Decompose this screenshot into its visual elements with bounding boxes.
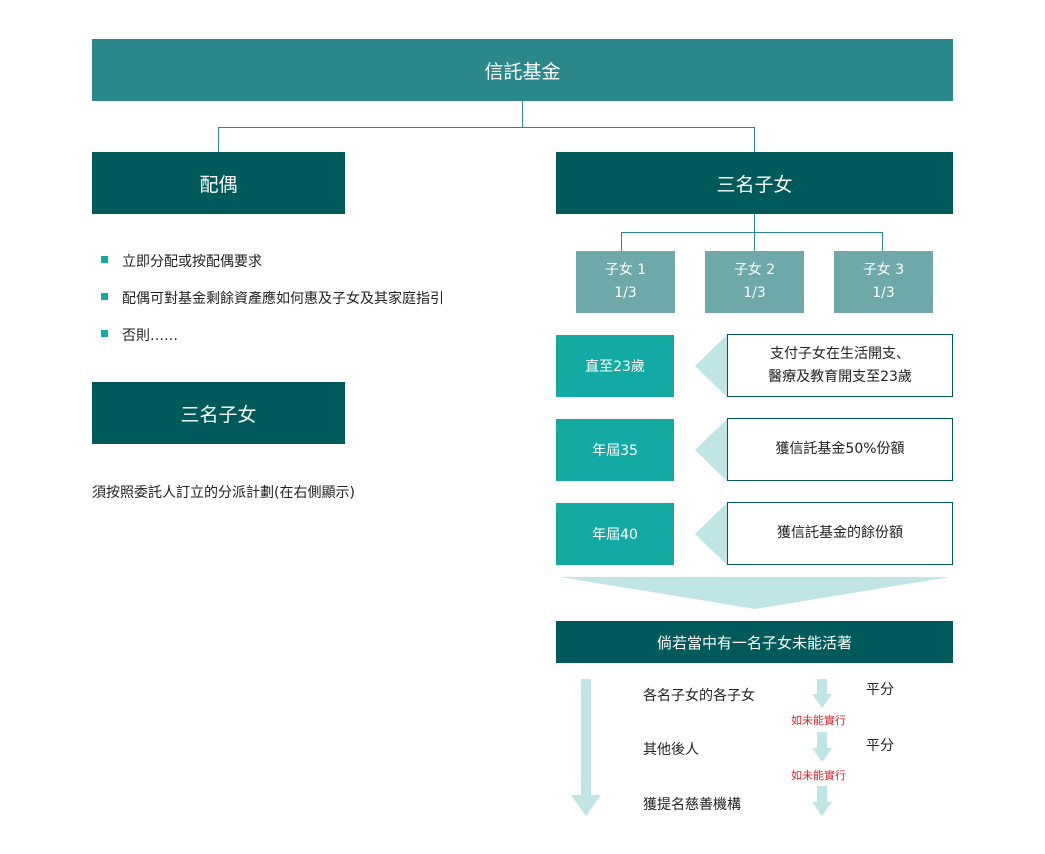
succession-1: 各名子女的各子女 [643, 688, 755, 704]
children-plan-note: 須按照委託人訂立的分派計劃(在右側顯示) [92, 485, 355, 501]
child-1-name: 子女 1 [604, 262, 647, 278]
succession-3: 獲提名慈善機構 [643, 797, 741, 813]
small-down-arrow-2 [812, 732, 832, 762]
spouse-bullet-2: 配偶可對基金剩餘資產應如何惠及子女及其家庭指引 [122, 291, 444, 307]
small-down-arrow-3 [812, 786, 832, 816]
contingency-title: 倘若當中有一名子女未能活著 [656, 633, 852, 652]
child-1-share: 1/3 [614, 285, 637, 301]
stage-1-age: 直至23歲 [585, 359, 645, 375]
connector-trust-bar [218, 127, 755, 128]
stage-1-desc-line-1: 支付子女在生活開支、 [770, 345, 910, 362]
connector-to-spouse [218, 127, 219, 152]
child-3-box: 子女 3 1/3 [834, 251, 933, 313]
connector-child-2 [754, 232, 755, 251]
stage-2-age: 年屆35 [592, 443, 638, 459]
right-children-box: 三名子女 [556, 152, 953, 214]
connector-child-1 [621, 232, 622, 251]
connector-to-children [754, 127, 755, 152]
bullet-marker-1 [101, 256, 108, 263]
stage-1-age-box: 直至23歲 [556, 335, 674, 397]
child-3-share: 1/3 [872, 285, 895, 301]
succession-2: 其他後人 [643, 742, 699, 758]
long-down-arrow [571, 679, 601, 816]
spouse-title: 配偶 [199, 173, 238, 196]
child-2-name: 子女 2 [733, 262, 776, 278]
trust-fund-box: 信託基金 [92, 39, 953, 101]
left-children-box: 三名子女 [92, 382, 345, 444]
trust-fund-title: 信託基金 [484, 60, 561, 83]
connector-trust-stem [522, 101, 523, 128]
stage-arrow-3 [695, 503, 727, 565]
stage-3-desc-box: 獲信託基金的餘份額 [727, 502, 953, 565]
bullet-marker-3 [101, 330, 108, 337]
small-down-arrow-1 [812, 679, 832, 708]
stage-3-age-box: 年屆40 [556, 503, 674, 565]
contingency-box: 倘若當中有一名子女未能活著 [556, 621, 953, 663]
stage-3-desc-line-1: 獲信託基金的餘份額 [777, 525, 903, 541]
right-children-title: 三名子女 [716, 173, 793, 196]
split-label-2: 平分 [866, 738, 894, 754]
fallback-label-1: 如未能實行 [791, 714, 846, 727]
connector-children-bar [621, 232, 883, 233]
left-children-title: 三名子女 [180, 403, 257, 426]
funnel-arrow [560, 577, 950, 609]
stage-2-desc-line-1: 獲信託基金50%份額 [775, 441, 905, 457]
stage-arrow-2 [695, 419, 727, 481]
child-3-name: 子女 3 [862, 262, 905, 278]
stage-2-age-box: 年屆35 [556, 419, 674, 481]
spouse-bullet-1: 立即分配或按配偶要求 [122, 254, 262, 270]
stage-3-age: 年屆40 [592, 527, 638, 543]
connector-child-3 [882, 232, 883, 251]
stage-1-desc-line-2: 醫療及教育開支至23歲 [768, 368, 912, 385]
stage-1-desc-box: 支付子女在生活開支、 醫療及教育開支至23歲 [727, 334, 953, 397]
bullet-marker-2 [101, 293, 108, 300]
split-label-1: 平分 [866, 682, 894, 698]
child-2-box: 子女 2 1/3 [705, 251, 804, 313]
fallback-label-2: 如未能實行 [791, 769, 846, 782]
child-1-box: 子女 1 1/3 [576, 251, 675, 313]
stage-arrow-1 [695, 335, 727, 397]
child-2-share: 1/3 [743, 285, 766, 301]
connector-children-stem [754, 214, 755, 232]
spouse-bullet-3: 否則…… [122, 328, 178, 344]
spouse-box: 配偶 [92, 152, 345, 214]
stage-2-desc-box: 獲信託基金50%份額 [727, 418, 953, 481]
